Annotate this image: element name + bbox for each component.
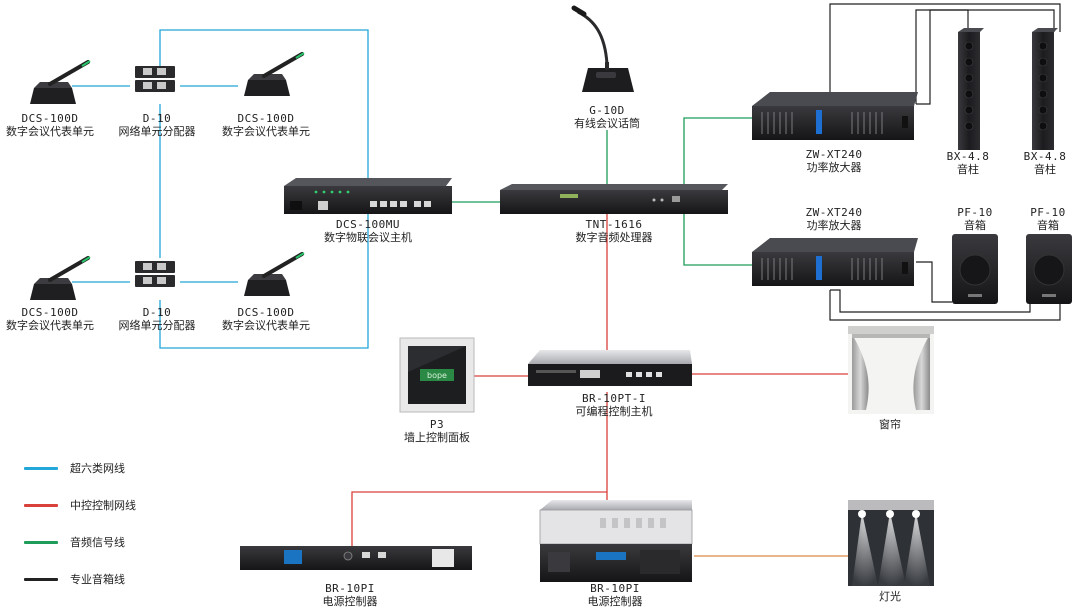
- device-code: DCS-100D: [237, 112, 295, 125]
- device-name: 数字会议代表单元: [222, 319, 310, 332]
- device-code: D-10: [142, 306, 172, 319]
- cat6a-cables: [72, 29, 369, 349]
- legend-swatch: [24, 503, 58, 507]
- device-code: DCS-100MU: [335, 218, 401, 231]
- label-splitter-bottom: D-10 网络单元分配器: [119, 306, 196, 332]
- cabinet-speaker-1: [952, 234, 998, 304]
- splitter-bottom: [135, 261, 175, 287]
- device-code: PF-10: [1030, 206, 1066, 219]
- delegate-unit-bottom-right: [244, 252, 305, 296]
- amplifier-2: [752, 238, 918, 286]
- device-code: BR-10PT-I: [581, 392, 647, 405]
- device-code: D-10: [142, 112, 172, 125]
- amplifier-1: [752, 92, 918, 140]
- label-power-1: BR-10PI 电源控制器: [323, 582, 378, 608]
- label-cabinet-1: PF-10 音箱: [957, 206, 993, 232]
- device-name: 数字会议代表单元: [6, 319, 94, 332]
- column-speaker-2: [1032, 28, 1058, 150]
- cabinet-speaker-2: [1026, 234, 1072, 304]
- device-code: DCS-100D: [21, 112, 79, 125]
- device-name: 音箱: [1037, 219, 1059, 232]
- power-controller-1: [240, 546, 472, 570]
- legend-swatch: [24, 577, 58, 581]
- device-name: 灯光: [879, 590, 901, 603]
- device-name: 电源控制器: [322, 595, 378, 608]
- label-curtain: 窗帘: [879, 418, 901, 431]
- label-column-2: BX-4.8 音柱: [1024, 150, 1067, 176]
- curtain-image: [848, 326, 934, 414]
- label-mic-top-right: DCS-100D 数字会议代表单元: [222, 112, 310, 138]
- device-name: 音箱: [964, 219, 986, 232]
- device-code: BX-4.8: [1023, 150, 1067, 163]
- device-code: G-10D: [589, 104, 625, 117]
- audio-processor: [500, 184, 728, 214]
- label-mic-top-left: DCS-100D 数字会议代表单元: [6, 112, 94, 138]
- device-name: 数字会议代表单元: [6, 125, 94, 138]
- legend-swatch: [24, 540, 58, 544]
- legend-label: 中控控制网线: [70, 499, 136, 512]
- gooseneck-mic: [571, 5, 634, 92]
- label-host: DCS-100MU 数字物联会议主机: [324, 218, 412, 244]
- device-name: 网络单元分配器: [118, 319, 196, 332]
- label-light: 灯光: [879, 590, 901, 603]
- device-code: DCS-100D: [21, 306, 79, 319]
- delegate-unit-bottom-left: [30, 256, 91, 300]
- label-amp-1: ZW-XT240 功率放大器: [806, 148, 863, 174]
- device-name: 音柱: [957, 163, 979, 176]
- legend-item-audio: 音频信号线: [24, 534, 125, 550]
- device-name: 数字物联会议主机: [324, 231, 412, 244]
- label-amp-2: ZW-XT240 功率放大器: [806, 206, 863, 232]
- device-code: PF-10: [957, 206, 993, 219]
- label-cabinet-2: PF-10 音箱: [1030, 206, 1066, 232]
- label-splitter-top: D-10 网络单元分配器: [119, 112, 196, 138]
- device-name: 可编程控制主机: [575, 405, 653, 418]
- legend-label: 音频信号线: [70, 536, 125, 549]
- speaker-cables: [829, 3, 1061, 321]
- device-code: TNT-1616: [585, 218, 643, 231]
- column-speaker-1: [958, 28, 984, 150]
- legend-item-cat6a: 超六类网线: [24, 460, 125, 476]
- device-name: 功率放大器: [806, 161, 862, 174]
- label-dsp: TNT-1616 数字音频处理器: [576, 218, 653, 244]
- device-name: 有线会议话筒: [574, 117, 640, 130]
- device-code: BR-10PI: [325, 582, 375, 595]
- label-mic-bottom-right: DCS-100D 数字会议代表单元: [222, 306, 310, 332]
- device-code: DCS-100D: [237, 306, 295, 319]
- power-controller-2: [539, 500, 693, 582]
- device-name: 数字会议代表单元: [222, 125, 310, 138]
- device-code: ZW-XT240: [805, 148, 863, 161]
- device-name: 功率放大器: [806, 219, 862, 232]
- device-code: BX-4.8: [946, 150, 990, 163]
- label-controller: BR-10PT-I 可编程控制主机: [576, 392, 653, 418]
- label-panel: P3 墙上控制面板: [404, 418, 470, 444]
- device-name: 数字音频处理器: [575, 231, 653, 244]
- lighting-image: [848, 500, 934, 586]
- programmable-controller: [528, 350, 692, 386]
- conference-host: [284, 178, 452, 214]
- device-code: P3: [429, 418, 445, 431]
- legend-label: 超六类网线: [70, 462, 125, 475]
- legend-label: 专业音箱线: [70, 573, 125, 586]
- panel-screen-logo: bope: [427, 371, 447, 380]
- wall-control-panel: bope: [399, 337, 475, 413]
- device-name: 电源控制器: [587, 595, 643, 608]
- legend-item-control: 中控控制网线: [24, 497, 136, 513]
- delegate-unit-top-right: [244, 52, 305, 96]
- label-mic-bottom-left: DCS-100D 数字会议代表单元: [6, 306, 94, 332]
- device-name: 窗帘: [879, 418, 901, 431]
- device-name: 音柱: [1034, 163, 1056, 176]
- legend-item-speaker: 专业音箱线: [24, 571, 125, 587]
- device-name: 墙上控制面板: [404, 431, 470, 444]
- label-power-2: BR-10PI 电源控制器: [588, 582, 643, 608]
- device-name: 网络单元分配器: [118, 125, 196, 138]
- legend-swatch: [24, 466, 58, 470]
- label-gooseneck: G-10D 有线会议话筒: [574, 104, 640, 130]
- device-code: BR-10PI: [590, 582, 640, 595]
- delegate-unit-top-left: [30, 60, 91, 104]
- splitter-top: [135, 66, 175, 92]
- device-code: ZW-XT240: [805, 206, 863, 219]
- label-column-1: BX-4.8 音柱: [947, 150, 990, 176]
